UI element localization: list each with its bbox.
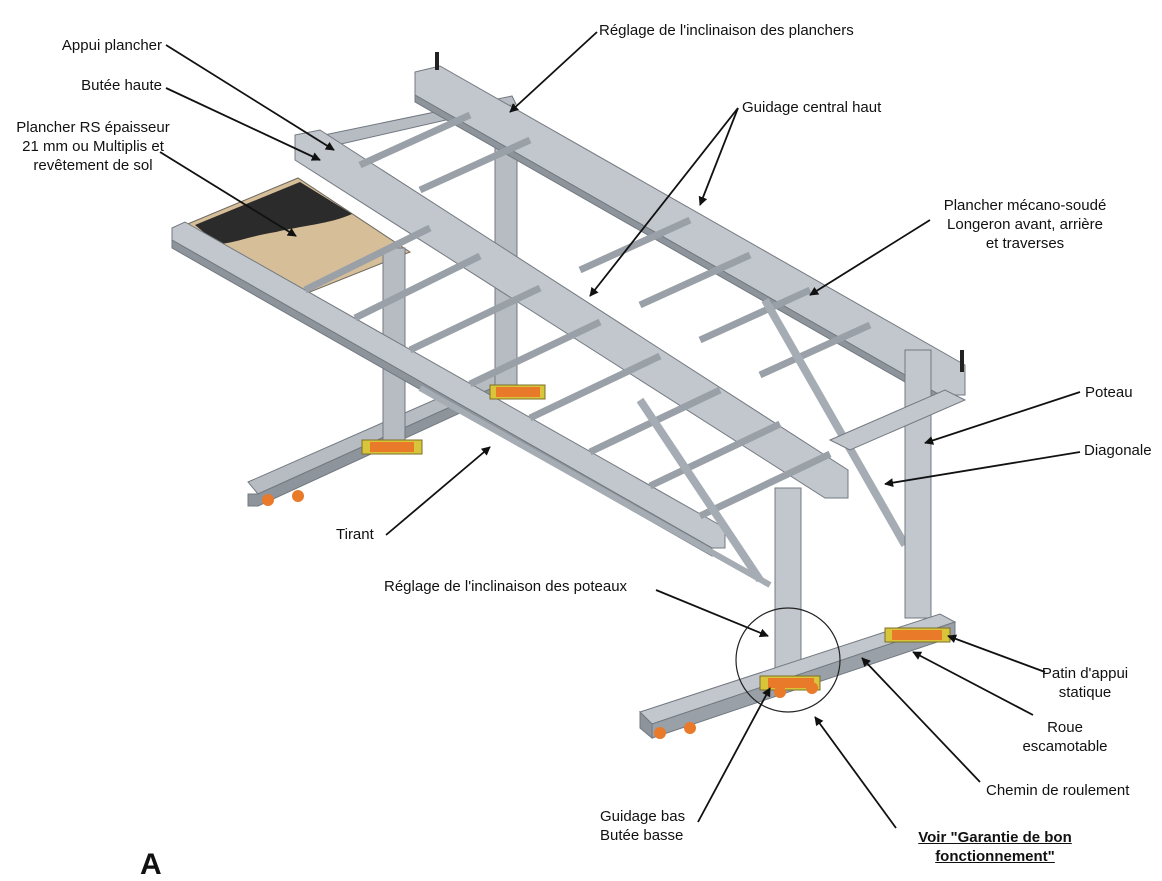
label-voir-garantie: Voir "Garantie de bon fonctionnement" [895,828,1095,866]
label-patin-line2: statique [1058,684,1112,701]
diagonals [636,298,909,583]
label-reglage-poteaux: Réglage de l'inclinaison des poteaux [384,578,628,595]
corner-heading-fragment: A [140,848,162,881]
label-diagonale: Diagonale [1084,442,1152,459]
label-guidage-central-haut: Guidage central haut [742,99,882,116]
label-patin-line1: Patin d'appui [1041,665,1129,682]
label-plancher-rs: Plancher RS épaisseur 21 mm ou Multiplis… [0,118,186,175]
label-roue-line2: escamotable [1022,738,1108,755]
label-plancher-mecano-line2: Longeron avant, arrière [947,216,1103,233]
leader-arrows [159,31,1081,829]
label-plancher-mecano-line3: et traverses [985,235,1065,252]
label-roue-line1: Roue [1047,719,1083,736]
label-butee-haute: Butée haute [81,77,162,94]
label-plancher-mecano: Plancher mécano-soudé Longeron avant, ar… [930,196,1120,253]
label-roue: Roue escamotable [1010,718,1120,756]
tirant-bar [418,385,772,588]
label-plancher-rs-line1: Plancher RS épaisseur [16,119,170,136]
label-plancher-rs-line2: 21 mm ou Multiplis et [22,138,164,155]
label-voir-line1: Voir "Garantie de bon [918,829,1072,846]
label-guidage-bas-line2: Butée basse [600,827,684,844]
label-appui-plancher: Appui plancher [61,37,162,54]
detail-circle [735,607,841,713]
label-guidage-bas: Guidage bas Butée basse [600,807,685,845]
label-voir-line2: fonctionnement" [935,848,1055,865]
label-patin: Patin d'appui statique [1030,664,1140,702]
label-chemin: Chemin de roulement [986,782,1130,799]
label-poteau: Poteau [1085,384,1133,401]
label-guidage-bas-line1: Guidage bas [600,808,686,825]
label-reglage-planchers: Réglage de l'inclinaison des planchers [599,22,854,39]
label-tirant: Tirant [336,526,374,543]
handles [435,52,964,372]
wheel-carriages [262,384,951,739]
label-plancher-mecano-line1: Plancher mécano-soudé [943,197,1107,214]
label-plancher-rs-line3: revêtement de sol [33,157,153,174]
